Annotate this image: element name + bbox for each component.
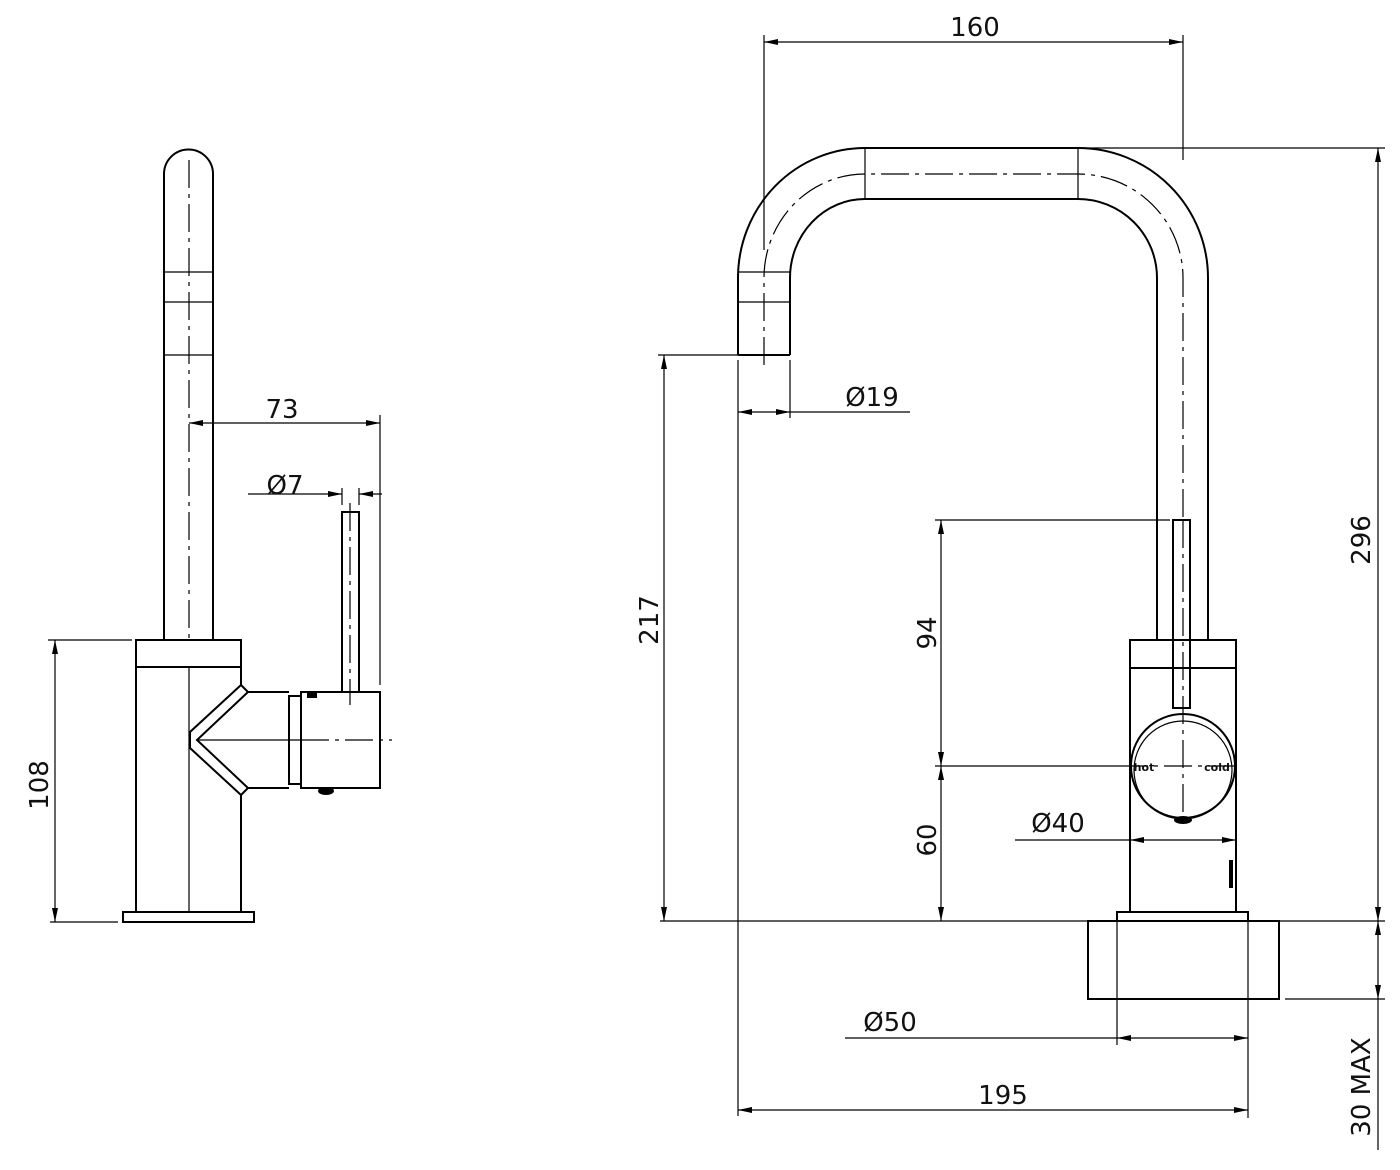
dim-296-label: 296 xyxy=(1347,515,1377,565)
spout-centerline xyxy=(763,173,1184,520)
spout-outer xyxy=(737,147,1209,640)
dim-217-label: 217 xyxy=(635,595,665,645)
front-view: hot cold 160 296 30 MAX 217 Ø19 94 60 Ø4… xyxy=(635,13,1385,1150)
dim-60-label: 60 xyxy=(913,823,943,856)
dim-160-label: 160 xyxy=(950,13,1000,43)
side-base-plate xyxy=(122,911,255,923)
front-lever xyxy=(1172,519,1191,709)
body-mark xyxy=(1229,860,1233,888)
dim-94-label: 94 xyxy=(913,616,943,649)
aerator-dot xyxy=(318,787,334,795)
side-body xyxy=(135,667,242,912)
hot-label: hot xyxy=(1134,761,1155,774)
cold-label: cold xyxy=(1204,761,1230,774)
front-base-plate xyxy=(1116,911,1249,922)
dim-73-label: 73 xyxy=(265,395,298,425)
dim-30-label: 30 MAX xyxy=(1347,1037,1377,1136)
front-body xyxy=(1129,668,1237,912)
side-view: 73 Ø7 108 xyxy=(25,148,392,923)
side-spout xyxy=(163,148,214,640)
dim-108-label: 108 xyxy=(25,760,55,810)
spout-inner xyxy=(789,198,1158,640)
dim-50-label: Ø50 xyxy=(863,1008,917,1038)
dim-19-label: Ø19 xyxy=(845,383,899,413)
dim-195-label: 195 xyxy=(978,1081,1028,1111)
aerator-dot xyxy=(1174,816,1192,824)
dim-40-label: Ø40 xyxy=(1031,809,1085,839)
dim-7-label: Ø7 xyxy=(266,471,303,501)
indicator-mark xyxy=(307,692,317,698)
body-top-band xyxy=(135,639,242,668)
